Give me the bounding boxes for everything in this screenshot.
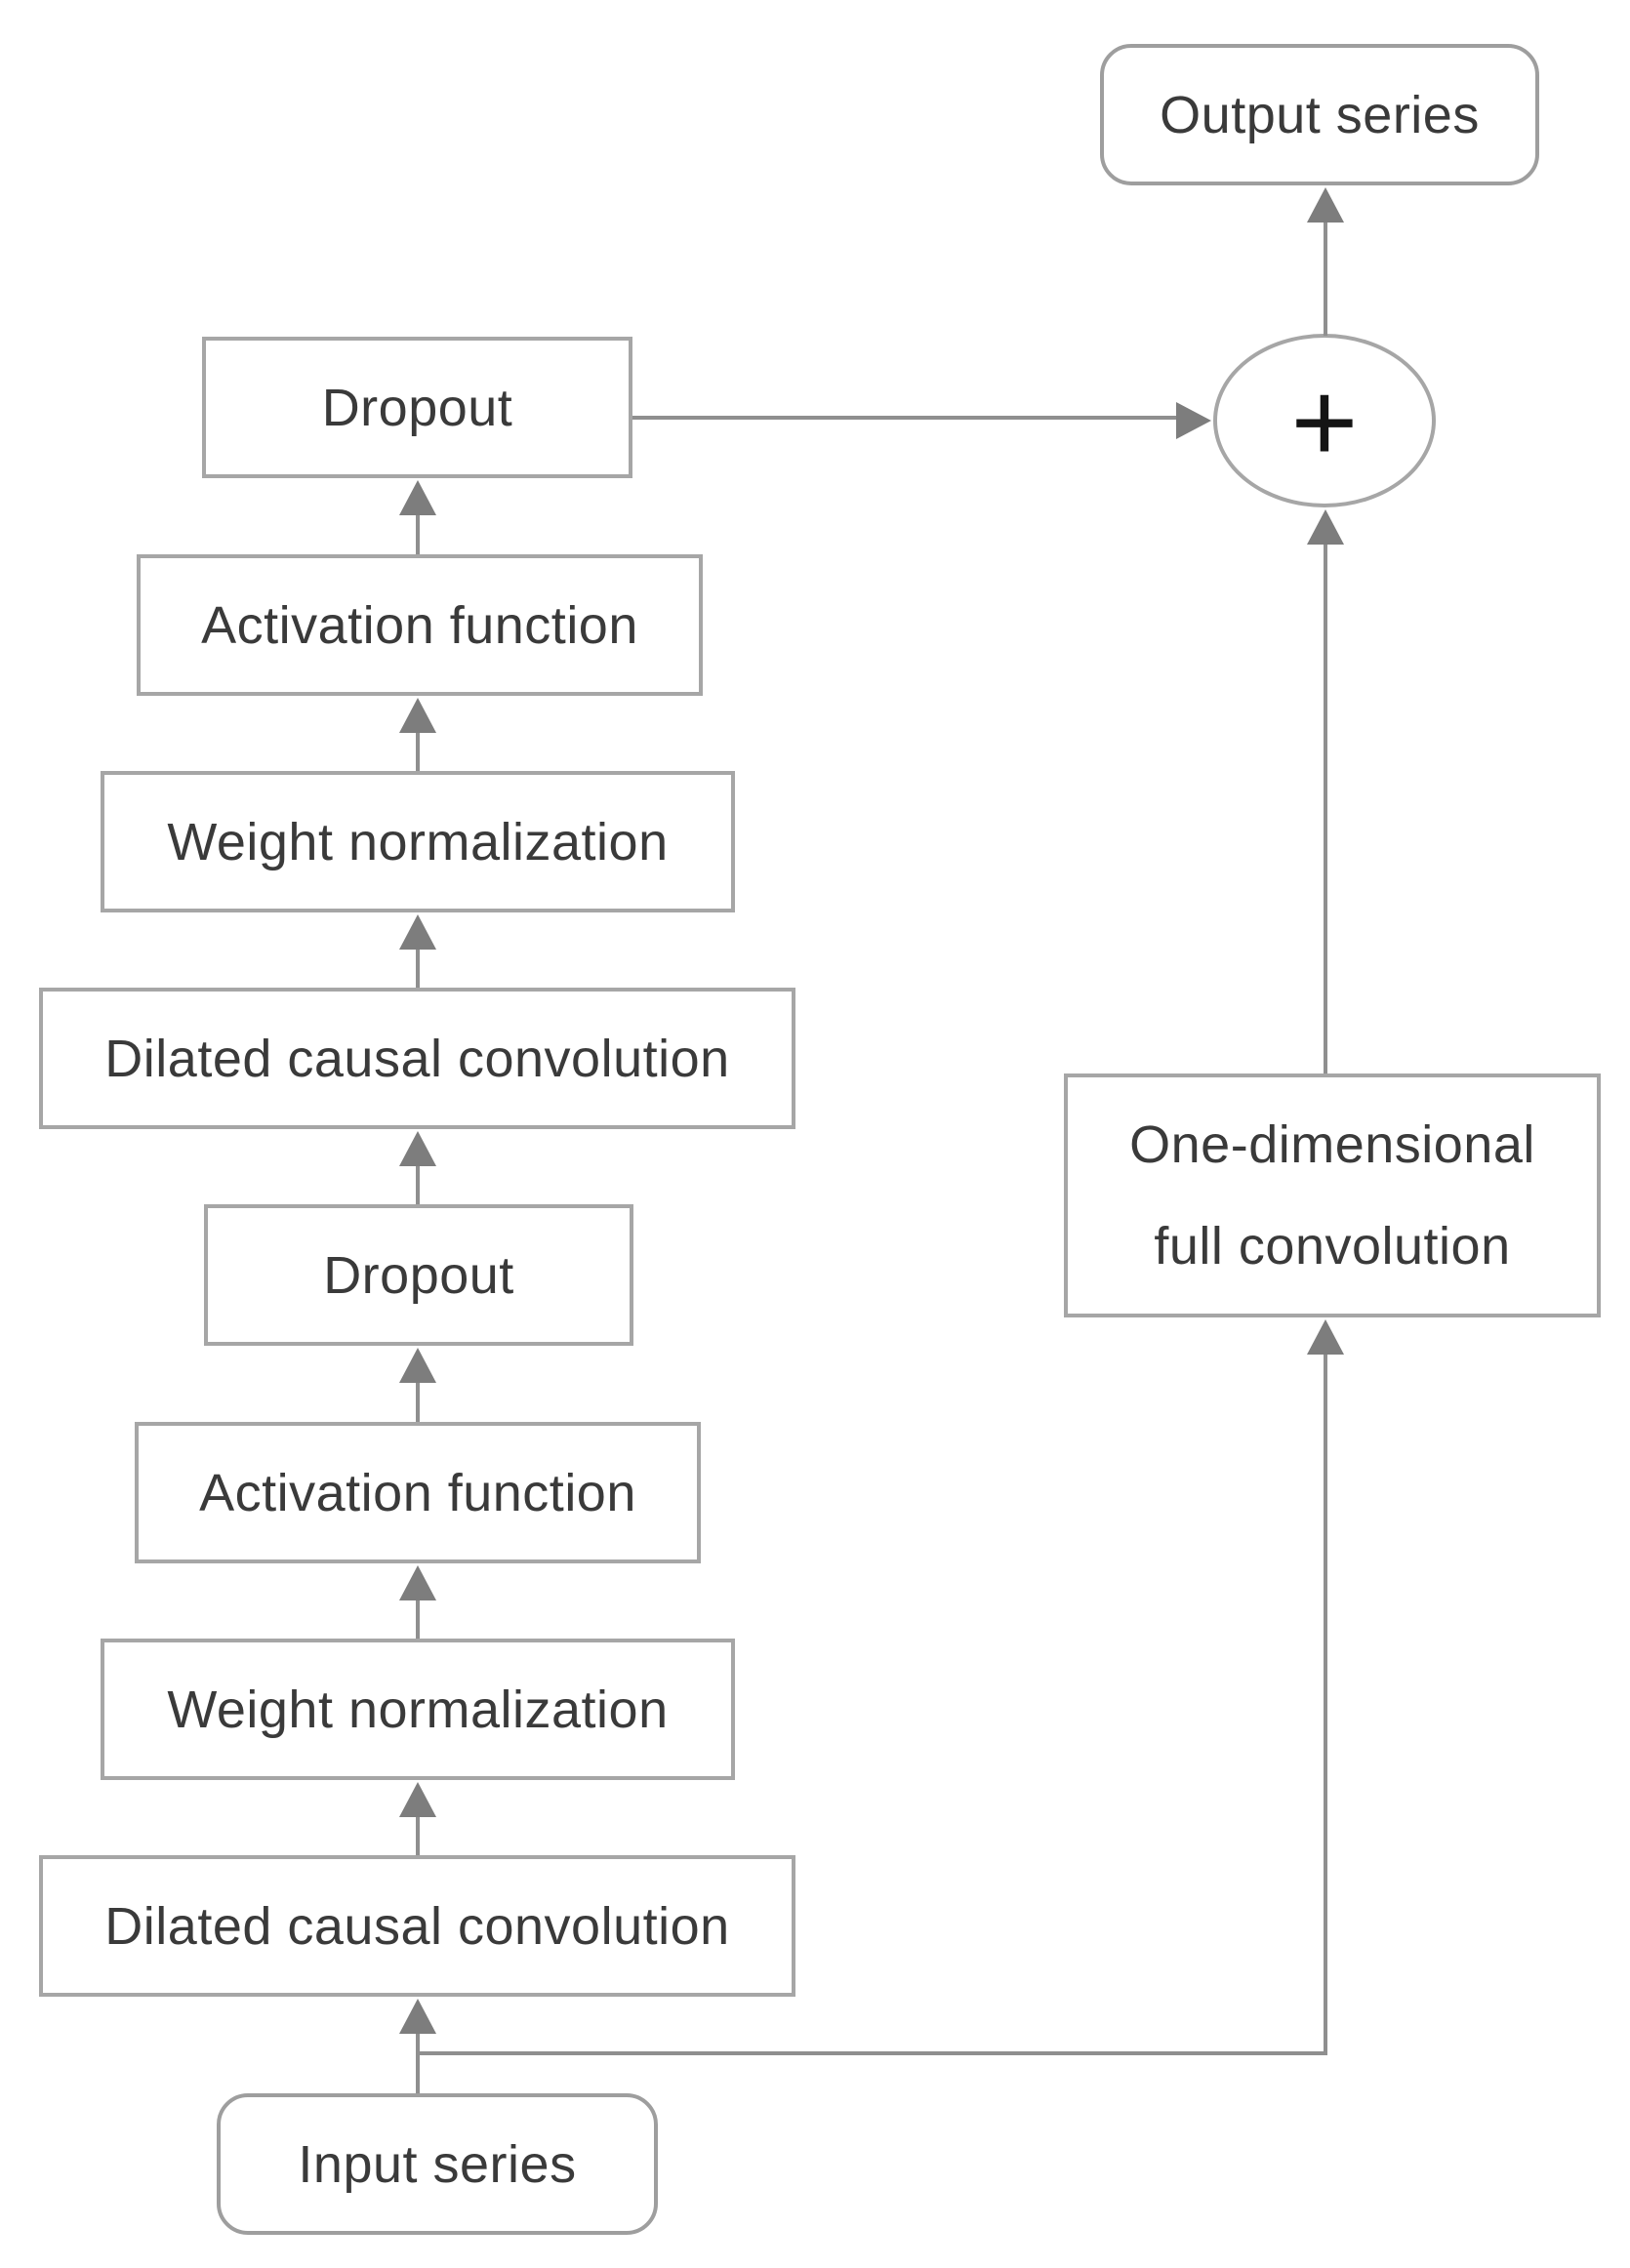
node-dropout-1: Dropout	[202, 337, 632, 478]
node-activation-function-1-label: Activation function	[201, 595, 638, 655]
node-dropout-2: Dropout	[204, 1204, 633, 1346]
arrow-up-icon-into-weight-normalization-2	[399, 1782, 436, 1817]
edge-dilated1-weightnorm1-line	[416, 950, 420, 988]
node-dropout-2-label: Dropout	[323, 1245, 514, 1305]
node-input-series-label: Input series	[298, 2134, 577, 2194]
edge-weightnorm1-activation1-line	[416, 733, 420, 771]
edge-sum-output-line	[1324, 223, 1327, 336]
node-activation-function-2-label: Activation function	[199, 1463, 636, 1522]
edge-dilated2-weightnorm2-line	[416, 1817, 420, 1855]
node-dilated-causal-convolution-1-label: Dilated causal convolution	[104, 1029, 730, 1088]
node-one-dimensional-label-line2: full convolution	[1154, 1217, 1511, 1276]
node-dropout-1-label: Dropout	[321, 378, 513, 437]
edge-activation2-dropout2-line	[416, 1383, 420, 1422]
arrow-up-icon-into-weight-normalization-1	[399, 914, 436, 950]
edge-weightnorm2-activation2-line	[416, 1600, 420, 1639]
node-weight-normalization-2-label: Weight normalization	[167, 1680, 669, 1739]
node-weight-normalization-2: Weight normalization	[101, 1639, 735, 1780]
node-weight-normalization-1-label: Weight normalization	[167, 812, 669, 871]
node-activation-function-2: Activation function	[135, 1422, 701, 1563]
plus-icon: +	[1290, 358, 1359, 487]
edge-activation1-dropout1-line	[416, 515, 420, 554]
edge-dropout2-dilated1-line	[416, 1166, 420, 1204]
arrow-up-icon-into-activation-2	[399, 1565, 436, 1600]
arrow-up-icon-into-dilated-1	[399, 1131, 436, 1166]
node-output-series-label: Output series	[1160, 85, 1480, 144]
edge-onedconv-sum-line	[1324, 545, 1327, 1073]
edge-input-dilated2-line	[416, 2034, 420, 2093]
node-dilated-causal-convolution-2: Dilated causal convolution	[39, 1855, 795, 1997]
arrow-right-icon-into-sum	[1176, 402, 1211, 439]
node-weight-normalization-1: Weight normalization	[101, 771, 735, 912]
edge-skip-branch-vertical-line	[1324, 1355, 1327, 2055]
node-one-dimensional-label-line1: One-dimensional	[1129, 1115, 1535, 1174]
edge-dropout1-sum-line	[632, 416, 1176, 420]
arrow-up-icon-into-dropout-2	[399, 1348, 436, 1383]
node-output-series: Output series	[1100, 44, 1539, 185]
arrow-up-icon-into-sum-from-below	[1307, 509, 1344, 545]
edge-skip-branch-horizontal-line	[418, 2051, 1327, 2055]
sum-junction: +	[1213, 334, 1436, 507]
arrow-up-icon-into-dropout-1	[399, 480, 436, 515]
node-one-dimensional-full-convolution: One-dimensional full convolution	[1064, 1073, 1601, 1317]
node-activation-function-1: Activation function	[137, 554, 703, 696]
node-input-series: Input series	[217, 2093, 658, 2235]
arrow-up-icon-into-dilated-2	[399, 1999, 436, 2034]
arrow-up-icon-into-output-series	[1307, 187, 1344, 223]
arrow-up-icon-into-one-dimensional-convolution	[1307, 1319, 1344, 1355]
node-dilated-causal-convolution-2-label: Dilated causal convolution	[104, 1896, 730, 1956]
arrow-up-icon-into-activation-1	[399, 698, 436, 733]
node-dilated-causal-convolution-1: Dilated causal convolution	[39, 988, 795, 1129]
